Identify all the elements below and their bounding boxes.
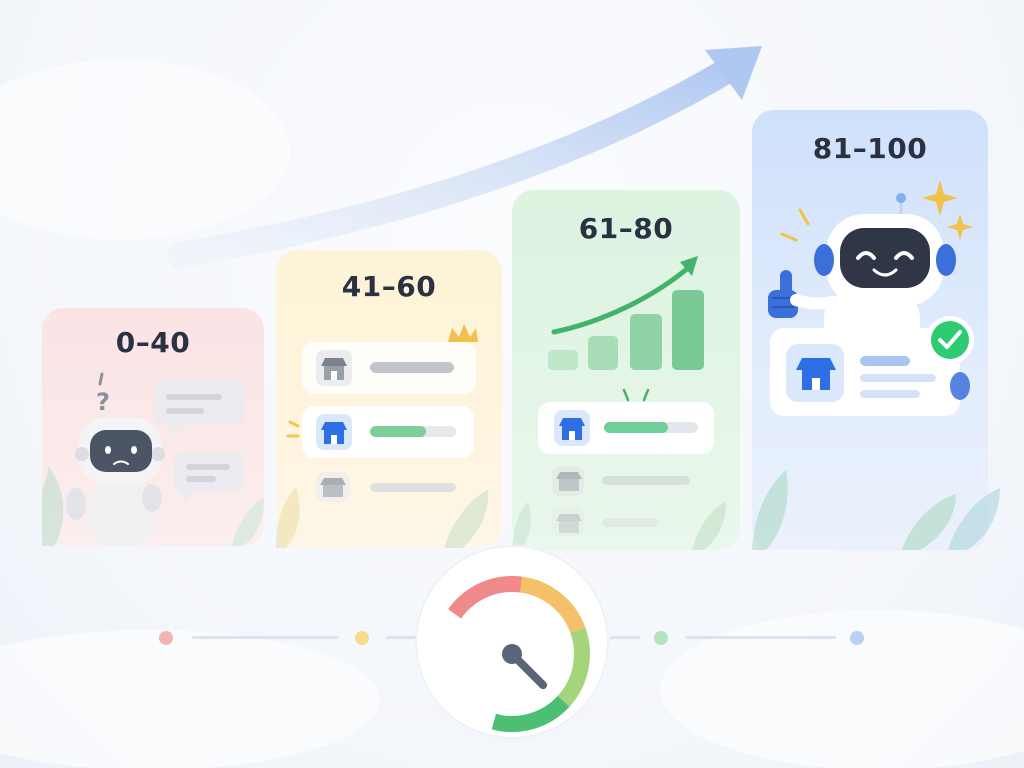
fair-listing-illustration — [276, 324, 489, 548]
leaf-icon — [276, 488, 489, 548]
sparkle-icon — [922, 180, 973, 240]
storefront-icon — [320, 478, 346, 497]
timeline-segment — [386, 636, 422, 639]
confused-robot-illustration: ? — [42, 372, 264, 546]
timeline-dot-excellent — [850, 631, 864, 645]
crown-icon — [448, 324, 478, 342]
timeline-dot-good — [654, 631, 668, 645]
score-gauge-icon — [415, 545, 609, 739]
timeline-segment — [192, 636, 338, 639]
tier-range-label: 81–100 — [812, 132, 928, 165]
question-mark-icon: ? — [96, 372, 110, 416]
leaf-icon — [42, 466, 264, 546]
thumbs-up-icon — [768, 270, 838, 318]
check-badge-icon — [926, 316, 974, 364]
tier-card-61-80[interactable]: 61–80 — [512, 190, 740, 550]
timeline-dot-low — [159, 631, 173, 645]
tier-range-label: 41–60 — [341, 270, 437, 303]
timeline-segment — [610, 636, 640, 639]
tier-card-41-60[interactable]: 41–60 — [276, 250, 502, 548]
svg-text:?: ? — [96, 388, 110, 416]
storefront-icon — [321, 358, 347, 380]
storefront-icon — [559, 418, 585, 440]
growth-bars-icon — [548, 290, 704, 370]
storefront-icon — [321, 422, 347, 444]
speech-bubble-icon — [154, 380, 244, 503]
trend-arrow-icon — [551, 256, 698, 335]
tier-range-label: 61–80 — [578, 212, 674, 245]
robot-icon — [66, 418, 165, 546]
good-growth-illustration — [512, 256, 726, 550]
excellent-robot-illustration — [752, 180, 1000, 550]
leaf-icon — [752, 470, 1000, 550]
tier-range-label: 0–40 — [115, 326, 191, 359]
timeline-dot-fair — [355, 631, 369, 645]
leaf-icon — [512, 502, 726, 550]
storefront-icon — [796, 358, 836, 390]
timeline-segment — [686, 636, 836, 639]
storefront-icon — [556, 514, 582, 533]
storefront-icon — [556, 472, 582, 491]
